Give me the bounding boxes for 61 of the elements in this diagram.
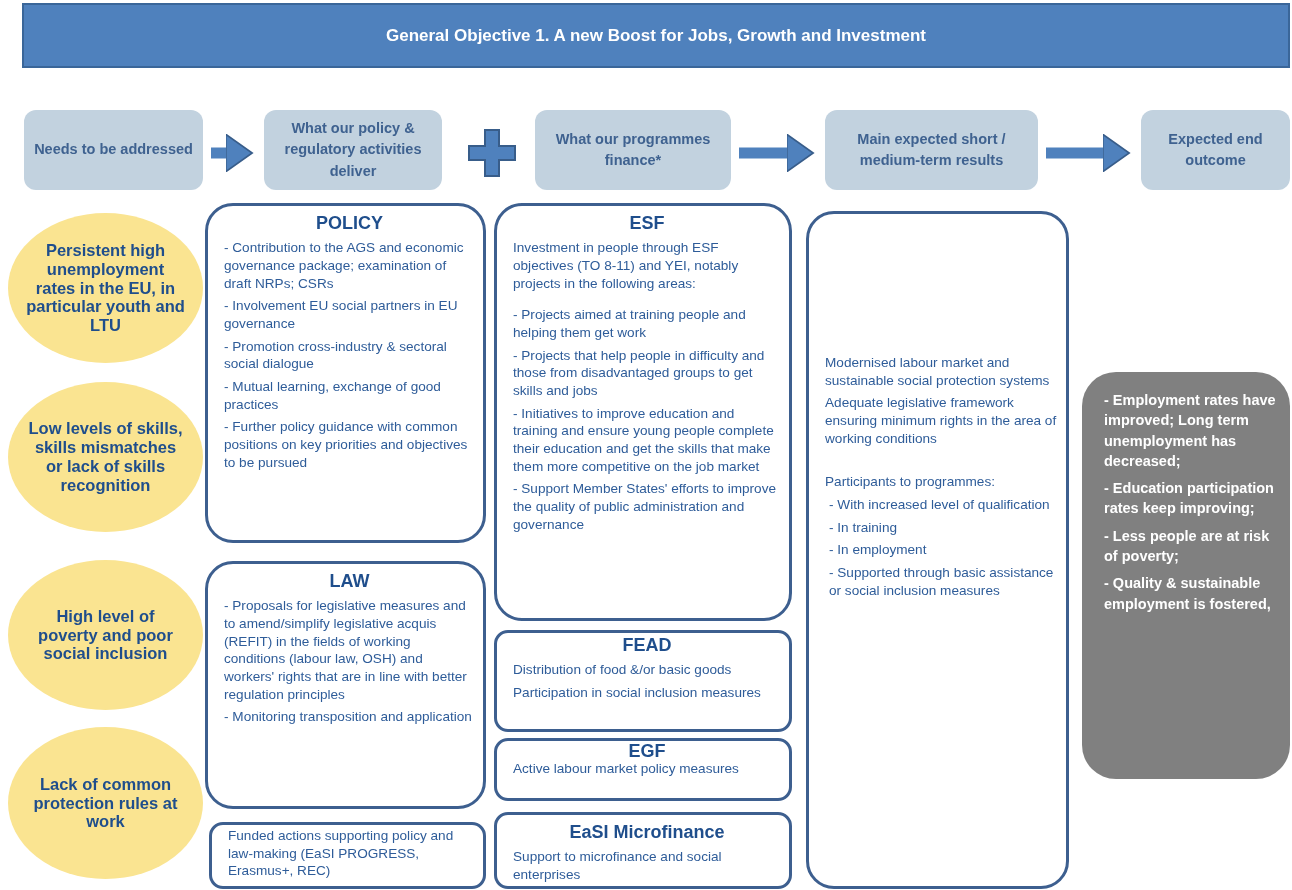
body-text: Funded actions supporting policy and law-making (EaSI PROGRESS, Erasmus+, REC) bbox=[228, 827, 455, 880]
body-text: - Projects aimed at training people and helping them get work bbox=[513, 306, 747, 342]
body-text: Support to microfinance and social enterprises bbox=[513, 848, 723, 884]
body-text: - Supported through basic assistance or social inclusion measures bbox=[828, 564, 1055, 600]
content-box bbox=[494, 738, 792, 801]
body-text: Participation in social inclusion measures bbox=[513, 684, 762, 702]
content-box bbox=[494, 630, 792, 732]
content-box bbox=[806, 211, 1069, 889]
header-text: What our programmes finance* bbox=[554, 130, 712, 170]
body-text: - In training bbox=[828, 518, 898, 537]
body-text: - Support Member States' efforts to improve the quality of public administration and governance bbox=[513, 480, 777, 534]
box-heading: EaSI Microfinance bbox=[568, 821, 726, 844]
header-text: Persistent high unemployment rates in the EU, in particular youth and LTU bbox=[26, 240, 185, 336]
body-text: Modernised labour market and sustainable social protection systems bbox=[825, 354, 1051, 390]
box-heading: EGF bbox=[627, 742, 667, 760]
body-text: Investment in people through ESF objectives (TO 8-11) and YEI, notably projects in the following areas: bbox=[513, 239, 740, 293]
header-text: Needs to be addressed bbox=[34, 140, 193, 160]
header-box bbox=[535, 110, 731, 190]
body-text: - Involvement EU social partners in EU governance bbox=[224, 297, 459, 333]
header-box bbox=[264, 110, 442, 190]
title-banner: General Objective 1. A new Boost for Jobs, Growth and Investment bbox=[22, 3, 1290, 68]
header-text: What our policy & regulatory activities deliver bbox=[283, 119, 423, 181]
box-heading: FEAD bbox=[621, 634, 673, 657]
body-text: Adequate legislative framework ensuring minimum rights in the area of working conditions bbox=[825, 394, 1058, 448]
body-text: - Further policy guidance with common positions on key priorities and objectives to be pursued bbox=[224, 418, 469, 472]
body-text: - Mutual learning, exchange of good practices bbox=[224, 378, 442, 414]
body-text: - Contribution to the AGS and economic governance package; examination of draft NRPs; CSRs bbox=[224, 239, 465, 293]
body-text: - Projects that help people in difficulty and those from disadvantaged groups to get skills and jobs bbox=[513, 346, 766, 400]
body-text: Distribution of food &/or basic goods bbox=[513, 661, 733, 680]
header-text: High level of poverty and poor social inclusion bbox=[37, 606, 174, 664]
header-text: Lack of common protection rules at work bbox=[32, 774, 179, 832]
box-heading: LAW bbox=[328, 570, 371, 593]
body-text: - Employment rates have improved; Long term unemployment has decreased; bbox=[1104, 391, 1276, 471]
content-box bbox=[494, 203, 792, 621]
header-box bbox=[825, 110, 1038, 190]
body-text: - Less people are at risk of poverty; bbox=[1104, 526, 1271, 567]
arrow bbox=[1046, 133, 1130, 173]
outcome-box bbox=[1082, 372, 1290, 779]
body-text: - In employment bbox=[828, 541, 928, 560]
header-text: Main expected short / medium-term results bbox=[856, 130, 1007, 170]
arrow bbox=[739, 133, 814, 173]
body-text: - Monitoring transposition and application bbox=[224, 708, 473, 727]
header-text: Expected end outcome bbox=[1167, 130, 1264, 170]
header-box bbox=[1141, 110, 1290, 190]
content-box bbox=[209, 822, 486, 889]
body-text: Active labour market policy measures bbox=[513, 760, 740, 778]
body-text: - With increased level of qualification bbox=[828, 496, 1051, 514]
body-text: - Education participation rates keep improving; bbox=[1104, 479, 1275, 519]
body-text: - Proposals for legislative measures and to amend/simplify legislative acquis (REFIT) in the fields of working conditions (labour law, OSH) and workers' rights that are in line with better regulation principles bbox=[224, 597, 468, 704]
content-box bbox=[205, 203, 486, 543]
body-text: - Quality & sustainable employment is fostered, bbox=[1104, 574, 1272, 614]
header-box bbox=[24, 110, 203, 190]
box-heading: POLICY bbox=[315, 212, 384, 235]
body-text: - Promotion cross-industry & sectoral social dialogue bbox=[224, 337, 448, 374]
box-heading: ESF bbox=[628, 212, 666, 235]
arrow bbox=[211, 133, 253, 173]
body-text: - Initiatives to improve education and training and ensure young people complete their education and get the skills that make them more competitive on the job market bbox=[513, 404, 775, 476]
header-text: Low levels of skills, skills mismatches or lack of skills recognition bbox=[27, 419, 184, 495]
content-box bbox=[494, 812, 792, 889]
body-text: Participants to programmes: bbox=[825, 473, 996, 492]
content-box bbox=[205, 561, 486, 809]
